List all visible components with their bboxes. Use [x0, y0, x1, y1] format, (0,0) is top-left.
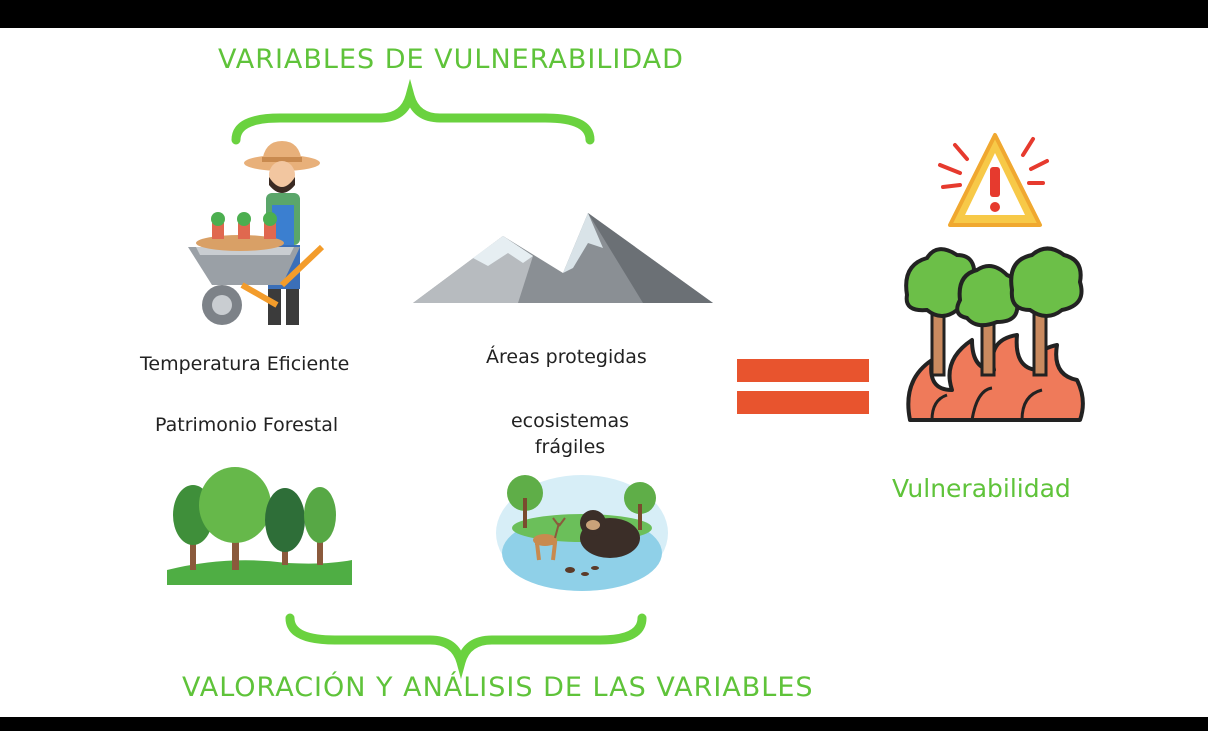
label-temperatura: Temperatura Eficiente [140, 353, 350, 375]
farmer-icon [188, 141, 325, 325]
ecosystem-bear-icon [496, 475, 668, 591]
equals-bar-bottom [737, 391, 869, 414]
bottom-border-bar [0, 717, 1208, 731]
vulnerabilidad-label: Vulnerabilidad [892, 474, 1071, 503]
burning-forest-icon [904, 246, 1085, 422]
label-ecosistemas-line2: frágiles [534, 436, 606, 458]
variables-heading: VARIABLES DE VULNERABILIDAD [218, 44, 684, 75]
mountain-icon [413, 213, 713, 303]
equals-bar-top [737, 359, 869, 382]
top-border-bar [0, 0, 1208, 28]
label-ecosistemas: ecosistemas frágiles [500, 408, 640, 460]
label-patrimonio: Patrimonio Forestal [155, 414, 339, 436]
label-ecosistemas-line1: ecosistemas [510, 410, 630, 432]
forest-icon [167, 467, 352, 585]
valoracion-heading: VALORACIÓN Y ANÁLISIS DE LAS VARIABLES [182, 672, 814, 703]
label-areas-protegidas: Áreas protegidas [486, 346, 647, 368]
warning-icon [938, 133, 1049, 227]
